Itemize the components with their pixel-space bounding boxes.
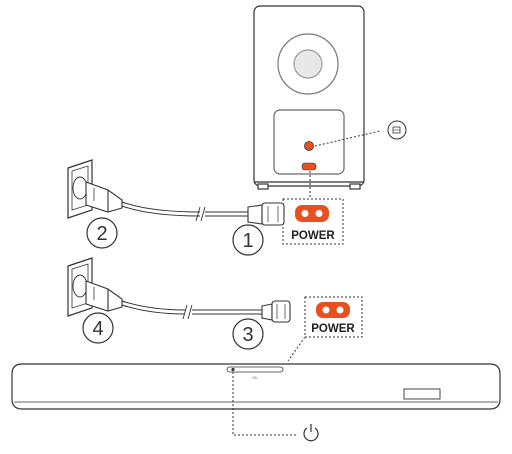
pair-icon <box>387 120 407 140</box>
step-2-marker: 2 <box>86 217 118 249</box>
step-3-marker: 3 <box>232 318 264 350</box>
iec-connector-lower <box>261 300 291 323</box>
power-cable-upper <box>121 201 248 222</box>
svg-text:1: 1 <box>242 230 253 252</box>
subwoofer-power-label: POWER <box>291 230 335 242</box>
soundbar-power-callout: POWER <box>304 296 363 338</box>
subwoofer-power-socket <box>301 162 317 171</box>
power-plug-upper <box>85 181 123 213</box>
svg-text:2: 2 <box>96 223 107 245</box>
svg-text:4: 4 <box>92 318 103 340</box>
power-plug-lower <box>85 280 123 312</box>
subwoofer <box>253 5 365 190</box>
step-4-marker: 4 <box>82 312 114 344</box>
power-cable-lower <box>121 300 262 320</box>
svg-text:3: 3 <box>242 324 253 346</box>
iec-connector-upper <box>247 202 285 226</box>
soundbar-power-button <box>231 367 235 372</box>
subwoofer-power-callout: POWER <box>282 198 344 245</box>
subwoofer-pair-button <box>304 141 314 151</box>
step-1-marker: 1 <box>232 224 264 256</box>
soundbar-logo: JBL <box>252 375 260 380</box>
power-icon <box>303 424 319 442</box>
soundbar-power-label: POWER <box>311 323 355 335</box>
soundbar <box>11 363 501 410</box>
